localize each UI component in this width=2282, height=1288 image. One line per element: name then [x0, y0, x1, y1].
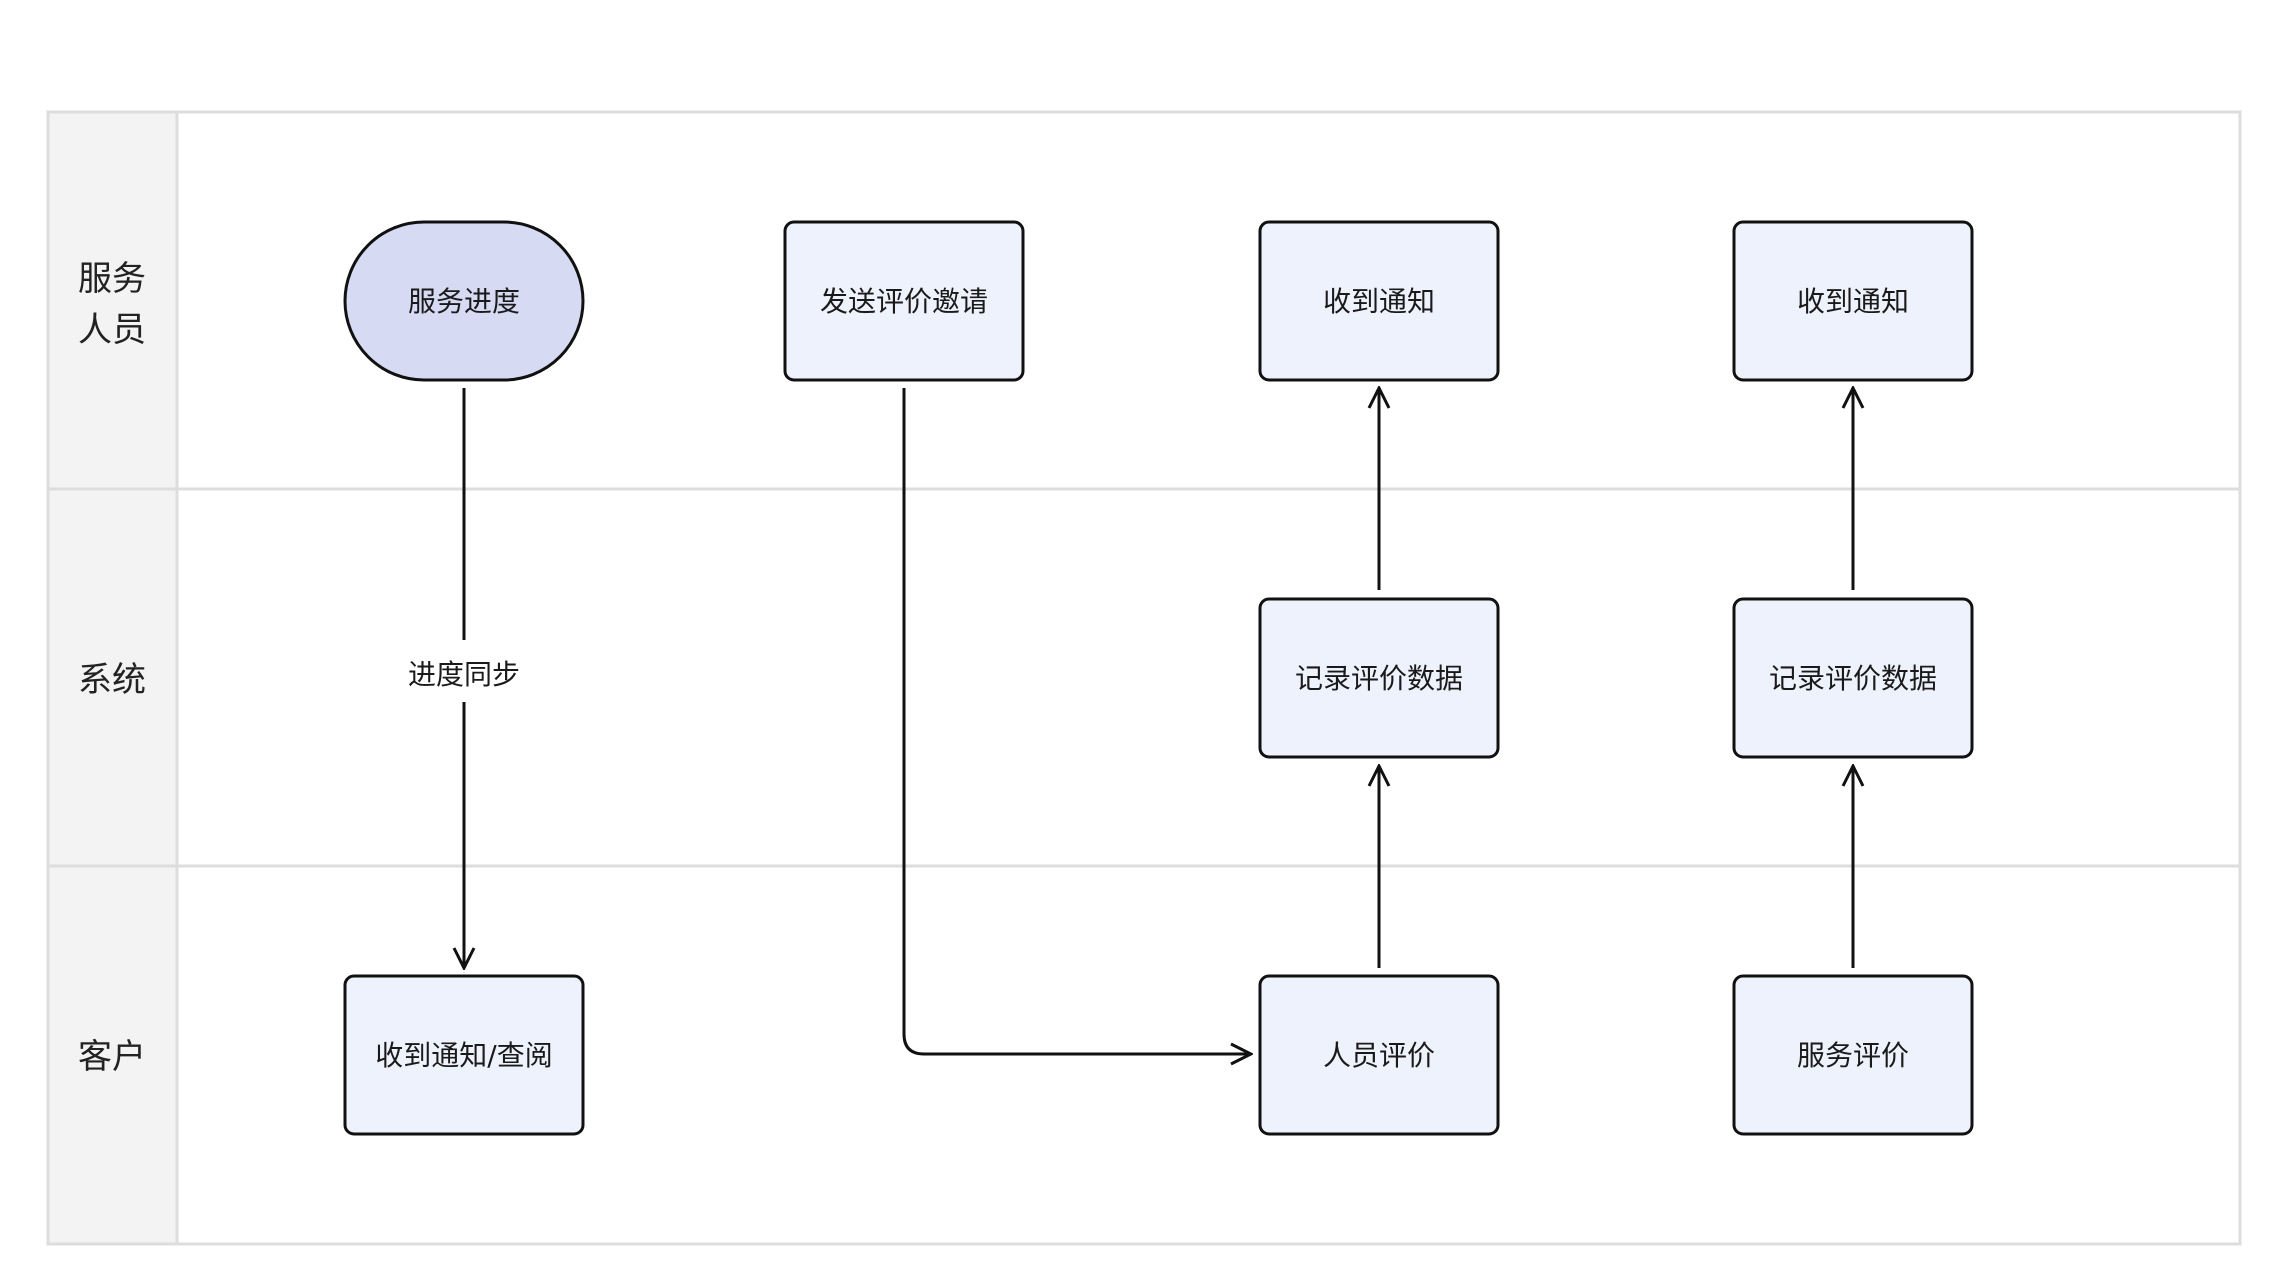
edges — [464, 388, 1853, 1054]
node-service-eval: 服务评价 — [1732, 974, 1974, 1136]
lane-header-column — [48, 112, 177, 1244]
edge-invite-to-staff-eval — [902, 388, 1251, 1054]
lane-system: 系统 — [78, 660, 146, 700]
node-label: 人员评价 — [1323, 1039, 1435, 1072]
lane-staff: 服务 人员 — [78, 259, 146, 350]
lane-label-line: 人员 — [78, 310, 146, 350]
diagram-frame — [46, 110, 2242, 1246]
lane-label: 客户 — [78, 1037, 146, 1077]
node-service-progress: 服务进度 — [343, 220, 585, 382]
node-record-data-1: 记录评价数据 — [1258, 597, 1500, 759]
node-label: 收到通知 — [1797, 285, 1909, 318]
lane-customer: 客户 — [78, 1037, 146, 1077]
node-send-invite: 发送评价邀请 — [783, 220, 1025, 382]
node-label: 发送评价邀请 — [820, 285, 988, 318]
node-receive-notice-1: 收到通知 — [1258, 220, 1500, 382]
node-receive-notice-2: 收到通知 — [1732, 220, 1974, 382]
node-label: 记录评价数据 — [1295, 662, 1463, 695]
node-record-data-2: 记录评价数据 — [1732, 597, 1974, 759]
lane-label: 系统 — [78, 660, 146, 700]
node-label: 收到通知/查阅 — [375, 1039, 552, 1072]
lane-label-line: 服务 — [78, 259, 146, 299]
node-notice-view: 收到通知/查阅 — [343, 974, 585, 1136]
edge-label: 进度同步 — [408, 658, 520, 691]
node-label: 收到通知 — [1323, 285, 1435, 318]
node-staff-eval: 人员评价 — [1258, 974, 1500, 1136]
node-label: 服务评价 — [1797, 1039, 1909, 1072]
node-label: 服务进度 — [408, 285, 520, 318]
node-label: 记录评价数据 — [1769, 662, 1937, 695]
